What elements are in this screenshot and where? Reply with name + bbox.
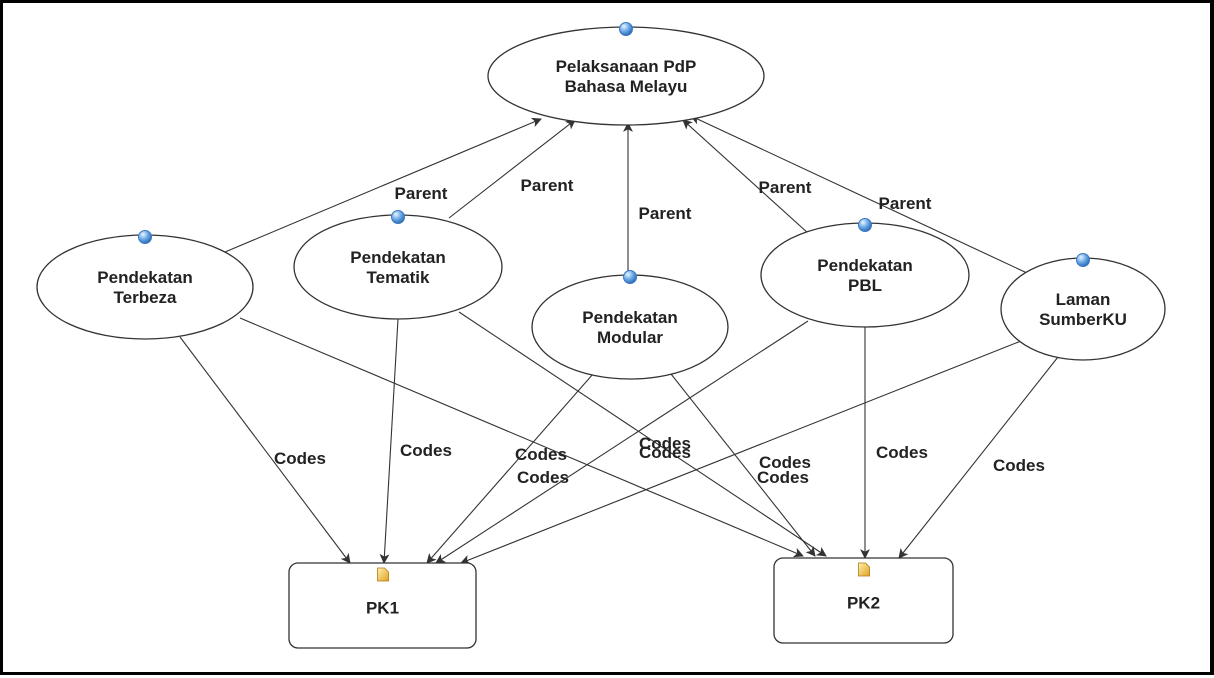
node-text-terbeza-line2: Terbeza [114, 288, 178, 307]
node-text-tematik-line1: Pendekatan [350, 248, 445, 267]
node-text-modular-line2: Modular [597, 328, 663, 347]
node-pk2[interactable]: PK2 [773, 557, 954, 644]
edge-label-terbeza-to-root: Parent [395, 184, 448, 203]
node-text-pbl-line1: Pendekatan [817, 256, 912, 275]
node-shape-tematik [293, 214, 503, 320]
edge-label-laman-to-pk1: Codes [757, 468, 809, 487]
node-shape-modular [531, 274, 729, 380]
node-text-laman-line2: SumberKU [1039, 310, 1127, 329]
edge-laman-to-pk1[interactable] [460, 340, 1022, 565]
node-text-laman-line1: Laman [1056, 290, 1111, 309]
edge-laman-to-pk2[interactable] [898, 356, 1059, 559]
node-text-tematik-line2: Tematik [367, 268, 431, 287]
blue-sphere-icon [623, 270, 637, 284]
edge-label-terbeza-to-pk2: Codes [515, 445, 567, 464]
edge-pbl-to-root[interactable] [682, 119, 820, 244]
edge-label-modular-to-root: Parent [639, 204, 692, 223]
edge-label-modular-to-pk2: Codes [759, 453, 811, 472]
document-icon [377, 567, 389, 582]
node-shape-laman [1000, 257, 1166, 361]
blue-sphere-icon [619, 22, 633, 36]
blue-sphere-icon [391, 210, 405, 224]
node-text-root-line1: Pelaksanaan PdP [556, 57, 697, 76]
node-pk1[interactable]: PK1 [288, 562, 477, 649]
edge-tematik-to-root[interactable] [448, 119, 576, 219]
edge-terbeza-to-root[interactable] [224, 117, 542, 253]
edge-label-tematik-to-root: Parent [521, 176, 574, 195]
edge-laman-to-root[interactable] [690, 115, 1028, 274]
edges-layer [179, 115, 1059, 565]
edge-label-tematik-to-pk1: Codes [400, 441, 452, 460]
edge-pbl-to-pk1[interactable] [435, 320, 809, 564]
edge-label-laman-to-root: Parent [879, 194, 932, 213]
edge-label-pbl-to-pk1: Codes [639, 443, 691, 462]
blue-sphere-icon [138, 230, 152, 244]
edge-modular-to-pk1[interactable] [426, 373, 594, 564]
edge-tematik-to-pk1[interactable] [379, 318, 399, 564]
node-shape-terbeza [36, 234, 254, 340]
document-icon [858, 562, 870, 577]
node-text-terbeza-line1: Pendekatan [97, 268, 192, 287]
edge-tematik-to-pk2[interactable] [458, 311, 827, 557]
node-shape-pk2 [773, 557, 954, 644]
edge-label-pbl-to-pk2: Codes [876, 443, 928, 462]
node-text-pk2: PK2 [847, 594, 880, 613]
edge-label-laman-to-pk2: Codes [993, 456, 1045, 475]
node-text-modular-line1: Pendekatan [582, 308, 677, 327]
node-shape-pbl [760, 222, 970, 328]
node-shape-root [487, 26, 765, 126]
node-shape-pk1 [288, 562, 477, 649]
edge-modular-to-pk2[interactable] [670, 373, 816, 557]
edge-label-terbeza-to-pk1: Codes [274, 449, 326, 468]
node-text-pk1: PK1 [366, 599, 399, 618]
edge-label-tematik-to-pk2: Codes [639, 434, 691, 453]
edge-terbeza-to-pk2[interactable] [239, 317, 804, 558]
blue-sphere-icon [858, 218, 872, 232]
edge-terbeza-to-pk1[interactable] [179, 336, 351, 564]
node-text-root-line2: Bahasa Melayu [565, 77, 688, 96]
node-text-pbl-line2: PBL [848, 276, 882, 295]
blue-sphere-icon [1076, 253, 1090, 267]
edge-label-pbl-to-root: Parent [759, 178, 812, 197]
edge-label-modular-to-pk1: Codes [517, 468, 569, 487]
